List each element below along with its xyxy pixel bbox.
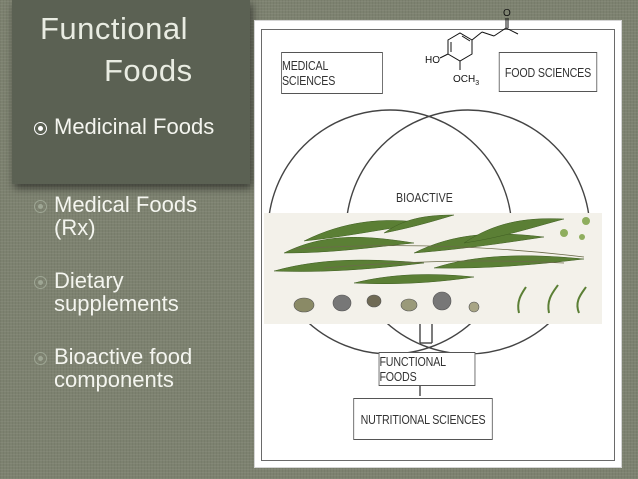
plant-drawing bbox=[273, 214, 590, 314]
molecule-structure-icon: O HO OCH3 bbox=[425, 8, 519, 87]
active-bullet-highlight-panel bbox=[12, 0, 250, 184]
bullet-item-bioactive-food-components[interactable]: Bioactive food components bbox=[34, 345, 244, 391]
bullet-item-medical-foods[interactable]: Medical Foods (Rx) bbox=[34, 193, 244, 239]
molecule-o-label: O bbox=[503, 8, 511, 19]
nutritional-sciences-box: NUTRITIONAL SCIENCES bbox=[353, 398, 493, 440]
bullet-label: Medicinal Foods bbox=[54, 114, 215, 139]
bullet-radio-icon bbox=[34, 276, 47, 289]
bullet-label: Bioactive food components bbox=[54, 344, 193, 392]
molecule-och3-subscript: 3 bbox=[475, 80, 479, 87]
svg-text:OCH3: OCH3 bbox=[453, 74, 479, 87]
bullet-radio-icon bbox=[34, 200, 47, 213]
bullet-item-medicinal-foods[interactable]: Medicinal Foods bbox=[34, 115, 244, 138]
title-line-2: Foods bbox=[104, 53, 193, 88]
cannabis-botanical-illustration bbox=[264, 213, 602, 324]
slide-title: Functional Foods bbox=[40, 8, 240, 92]
bullet-radio-icon bbox=[34, 352, 47, 365]
food-sciences-box: FOOD SCIENCES bbox=[498, 52, 598, 92]
bioactive-label: BIOACTIVE bbox=[396, 190, 453, 205]
molecule-och3-label: OCH bbox=[453, 74, 475, 85]
bullet-item-dietary-supplements[interactable]: Dietary supplements bbox=[34, 269, 244, 315]
title-line-1: Functional bbox=[40, 11, 189, 46]
bullet-label: Medical Foods (Rx) bbox=[54, 192, 198, 240]
diagram-frame bbox=[261, 29, 615, 461]
functional-foods-box: FUNCTIONAL FOODS bbox=[378, 352, 476, 386]
bullet-radio-icon bbox=[34, 122, 47, 135]
medical-sciences-box: MEDICAL SCIENCES bbox=[281, 52, 383, 94]
bullet-label: Dietary supplements bbox=[54, 268, 179, 316]
molecule-ho-label: HO bbox=[425, 55, 440, 66]
